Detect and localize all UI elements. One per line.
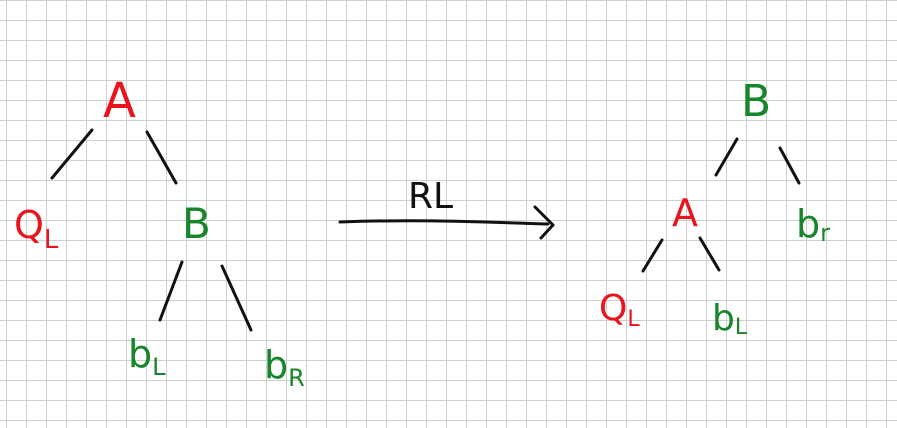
left-node-bl: bL xyxy=(128,332,166,381)
right-node-br: br xyxy=(796,202,830,247)
left-edge-b-to-br xyxy=(220,264,253,332)
left-edge-root-to-b xyxy=(145,130,178,185)
arrow-label-rl: RL xyxy=(408,176,453,217)
right-node-a: A xyxy=(672,191,698,235)
right-node-bl: bL xyxy=(712,298,748,340)
arrow-shaft xyxy=(338,219,550,226)
right-edge-a-to-q xyxy=(641,238,664,273)
left-edge-b-to-bl xyxy=(158,260,184,322)
right-edge-root-to-br xyxy=(778,146,801,185)
left-node-b: B xyxy=(182,199,211,248)
right-root-node-b: B xyxy=(741,76,771,127)
left-node-br: bR xyxy=(264,343,305,392)
right-edge-a-to-bl xyxy=(698,236,721,272)
arrow-head-icon xyxy=(533,205,555,240)
left-edge-root-to-q xyxy=(50,128,94,180)
left-node-q: QL xyxy=(14,203,59,255)
right-node-q: QL xyxy=(599,288,640,332)
right-edge-root-to-a xyxy=(714,137,739,177)
left-root-node-a: A xyxy=(103,73,136,129)
